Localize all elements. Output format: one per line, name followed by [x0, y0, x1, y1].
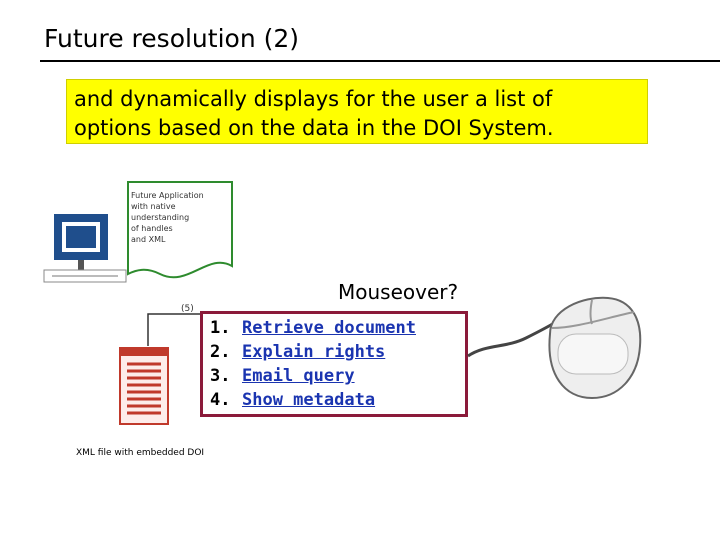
doc-line-1: Future Application — [131, 191, 204, 200]
intro-callout: and dynamically displays for the user a … — [66, 79, 648, 144]
mouseover-label: Mouseover? — [338, 280, 459, 304]
computer-mouse-icon — [467, 296, 642, 400]
title-divider — [40, 60, 720, 62]
doc-line-4: of handles — [131, 224, 173, 233]
explain-rights-link[interactable]: Explain rights — [242, 342, 386, 362]
xml-file-label: XML file with embedded DOI — [76, 448, 205, 458]
options-menu-box — [200, 311, 468, 417]
intro-line-2: options based on the data in the DOI Sys… — [74, 116, 554, 140]
menu-item-number: 4. — [210, 390, 231, 410]
document-icon — [127, 181, 233, 279]
slide-title: Future resolution (2) — [44, 24, 300, 53]
xml-file-icon — [119, 347, 169, 425]
doc-line-5: and XML — [131, 235, 166, 244]
email-query-link[interactable]: Email query — [242, 366, 355, 386]
intro-line-1: and dynamically displays for the user a … — [74, 87, 553, 111]
retrieve-document-link[interactable]: Retrieve document — [242, 318, 416, 338]
menu-item-explain-rights[interactable]: 2. Explain rights — [210, 340, 416, 364]
doc-line-3: understanding — [131, 213, 190, 222]
menu-item-number: 2. — [210, 342, 231, 362]
app-document-text: Future Application with native understan… — [131, 190, 231, 245]
menu-item-retrieve-document[interactable]: 1. Retrieve document — [210, 316, 416, 340]
step-label: (5) — [181, 304, 194, 314]
show-metadata-link[interactable]: Show metadata — [242, 390, 376, 410]
computer-monitor-icon — [43, 214, 127, 283]
doc-line-2: with native — [131, 202, 176, 211]
menu-item-number: 1. — [210, 318, 231, 338]
menu-item-show-metadata[interactable]: 4. Show metadata — [210, 388, 416, 412]
options-menu: 1. Retrieve document 2. Explain rights 3… — [210, 316, 416, 412]
menu-item-email-query[interactable]: 3. Email query — [210, 364, 416, 388]
menu-item-number: 3. — [210, 366, 231, 386]
